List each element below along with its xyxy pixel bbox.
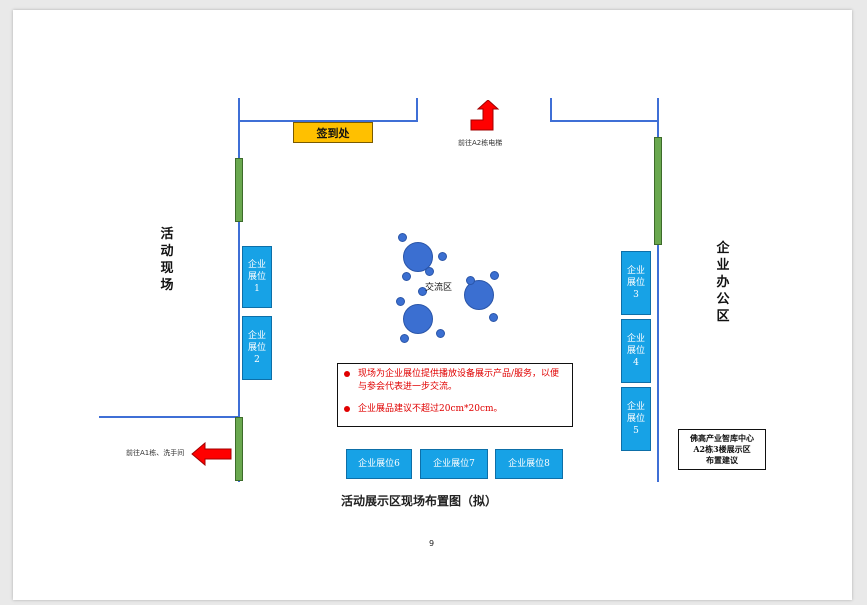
wall-bottom-left <box>99 416 240 418</box>
round-table-3 <box>403 304 433 334</box>
chair <box>425 267 434 276</box>
booth-4: 企业 展位 4 <box>621 319 651 383</box>
booth-8: 企业展位8 <box>495 449 563 479</box>
exchange-area-label: 交流区 <box>425 283 453 293</box>
signin-label: 签到处 <box>316 126 350 140</box>
chair <box>489 313 498 322</box>
pillar-left-top <box>235 158 243 222</box>
to-a1-restroom-label: 前往A1栋、洗手间 <box>126 449 185 457</box>
chair <box>400 334 409 343</box>
booth-label: 企业 展位 4 <box>626 334 645 368</box>
info-box: 佛高产业智库中心 A2栋3楼展示区 布置建议 <box>678 429 766 470</box>
pillar-right-top <box>654 137 662 245</box>
chair <box>438 252 447 261</box>
booth-label: 企业 展位 1 <box>247 260 266 294</box>
page-number: 9 <box>429 539 435 548</box>
note-item: 企业展品建议不超过20cm*20cm。 <box>344 403 566 416</box>
booth-2: 企业 展位 2 <box>242 316 272 380</box>
chair <box>398 233 407 242</box>
to-a2-elevator-label: 前往A2栋电梯 <box>458 139 503 147</box>
note-text: 企业展品建议不超过20cm*20cm。 <box>358 404 503 414</box>
document-page: 签到处 前往A2栋电梯 活 动 现 场 企 业 办 公 区 企业 展位 1 企业… <box>13 10 852 600</box>
round-table-2 <box>464 280 494 310</box>
chair <box>418 287 427 296</box>
booth-5: 企业 展位 5 <box>621 387 651 451</box>
bullet-icon <box>344 406 350 412</box>
wall-top-left <box>238 120 418 122</box>
booth-7: 企业展位7 <box>420 449 488 479</box>
note-text: 现场为企业展位提供播放设备展示产品/服务，以便与参会代表进一步交流。 <box>358 369 560 392</box>
wall-left <box>238 120 240 482</box>
booth-6: 企业展位6 <box>346 449 412 479</box>
booth-label: 企业展位8 <box>508 459 550 469</box>
wall-top-right-drop <box>550 98 552 122</box>
booth-label: 企业 展位 2 <box>247 331 266 365</box>
booth-3: 企业 展位 3 <box>621 251 651 315</box>
arrow-left-icon <box>191 442 232 466</box>
wall-top-mid-drop <box>416 98 418 122</box>
note-item: 现场为企业展位提供播放设备展示产品/服务，以便与参会代表进一步交流。 <box>344 368 566 394</box>
booth-label: 企业 展位 5 <box>626 402 645 436</box>
activity-area-label: 活 动 现 场 <box>160 227 174 293</box>
chair <box>402 272 411 281</box>
chair <box>436 329 445 338</box>
bullet-icon <box>344 371 350 377</box>
booth-1: 企业 展位 1 <box>242 246 272 308</box>
notes-box: 现场为企业展位提供播放设备展示产品/服务，以便与参会代表进一步交流。 企业展品建… <box>337 363 573 427</box>
diagram-caption: 活动展示区现场布置图（拟） <box>341 494 498 508</box>
chair <box>396 297 405 306</box>
office-area-label: 企 业 办 公 区 <box>716 241 730 324</box>
pillar-left-bottom <box>235 417 243 481</box>
arrow-up-right-icon <box>470 100 500 131</box>
wall-top-right <box>551 120 657 122</box>
chair <box>466 276 475 285</box>
chair <box>490 271 499 280</box>
wall-right <box>657 98 659 482</box>
wall-top-left-drop <box>238 98 240 122</box>
booth-label: 企业展位6 <box>358 459 400 469</box>
signin-desk: 签到处 <box>293 122 373 143</box>
booth-label: 企业 展位 3 <box>626 266 645 300</box>
info-box-text: 佛高产业智库中心 A2栋3楼展示区 布置建议 <box>690 433 754 465</box>
booth-label: 企业展位7 <box>433 459 475 469</box>
